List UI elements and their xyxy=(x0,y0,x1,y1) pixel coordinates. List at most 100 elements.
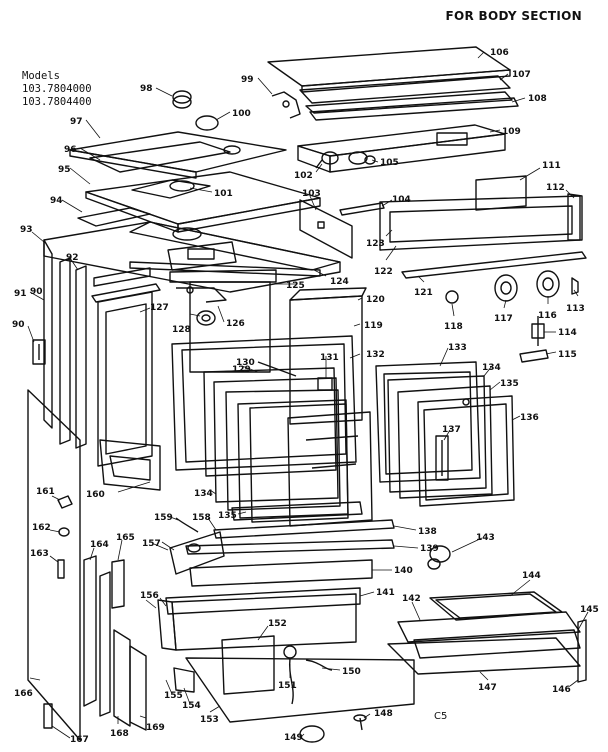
part-143-valve xyxy=(427,545,451,570)
part-125-back-panel xyxy=(169,269,277,373)
callout-112: 112 xyxy=(546,183,565,193)
callout-137: 137 xyxy=(442,425,461,435)
diagram-title: FOR BODY SECTION xyxy=(445,9,582,23)
callout-168: 168 xyxy=(110,729,129,739)
part-142-pan xyxy=(397,611,581,643)
part-93-body-frame xyxy=(43,221,341,429)
callout-165: 165 xyxy=(116,533,135,543)
callout-150: 150 xyxy=(342,667,361,677)
part-126-bracket xyxy=(176,286,227,303)
callout-131: 131 xyxy=(320,353,339,363)
callout-107: 107 xyxy=(512,70,531,80)
part-154 xyxy=(173,667,195,693)
callout-91: 91 xyxy=(14,289,27,299)
part-141-pan xyxy=(165,587,361,615)
callout-158: 158 xyxy=(192,513,211,523)
models-heading: Models xyxy=(22,70,60,82)
callout-113: 113 xyxy=(566,304,585,314)
callout-156: 156 xyxy=(140,591,159,601)
callout-109: 109 xyxy=(502,127,521,137)
callout-115: 115 xyxy=(558,350,577,360)
callout-101: 101 xyxy=(214,189,233,199)
callout-159: 159 xyxy=(154,513,173,523)
part-94 xyxy=(77,207,151,227)
callout-167: 167 xyxy=(70,735,89,745)
model-number: 103.7804400 xyxy=(22,96,92,108)
callout-166: 166 xyxy=(14,689,33,699)
callout-118: 118 xyxy=(444,322,463,332)
part-116-knob xyxy=(536,270,560,298)
callout-103: 103 xyxy=(302,189,321,199)
callout-155: 155 xyxy=(164,691,183,701)
part-120-oven-liner xyxy=(289,287,367,425)
callout-114: 114 xyxy=(558,328,577,338)
callout-163: 163 xyxy=(30,549,49,559)
callout-154: 154 xyxy=(182,701,201,711)
callout-95: 95 xyxy=(58,165,71,175)
callout-146: 146 xyxy=(552,685,571,695)
callout-139: 139 xyxy=(420,544,439,554)
callout-98: 98 xyxy=(140,84,153,94)
part-135-strip xyxy=(231,501,363,521)
part-91-92-frame xyxy=(59,257,151,449)
callout-161: 161 xyxy=(36,487,55,497)
part-100 xyxy=(195,115,219,131)
part-152-box xyxy=(221,635,275,695)
callout-121: 121 xyxy=(414,288,433,298)
callout-90: 90 xyxy=(12,320,25,330)
part-137-handle xyxy=(435,435,449,481)
part-107-108-trim xyxy=(299,75,519,121)
callout-126: 126 xyxy=(226,319,245,329)
callout-119: 119 xyxy=(364,321,383,331)
part-156-drawer xyxy=(157,593,357,651)
part-97-cooktop xyxy=(69,131,287,179)
part-96 xyxy=(89,141,231,173)
part-132-frame xyxy=(171,335,357,471)
callout-135: 135 xyxy=(500,379,519,389)
part-127-inner-panel xyxy=(91,283,161,467)
part-167-leg xyxy=(43,703,53,729)
part-162 xyxy=(58,527,70,537)
callout-129: 129 xyxy=(232,365,251,375)
part-161 xyxy=(57,495,73,509)
callout-169: 169 xyxy=(146,723,165,733)
part-99-bracket xyxy=(271,91,301,119)
part-114-connector xyxy=(531,316,545,346)
part-112-end-cap xyxy=(567,193,583,241)
models-block: Models 103.7804000 103.7804400 xyxy=(22,70,92,109)
callout-133: 133 xyxy=(448,343,467,353)
callout-136: 136 xyxy=(520,413,539,423)
callout-111: 111 xyxy=(542,161,561,171)
part-150-tube xyxy=(305,659,333,671)
part-128-thermostat xyxy=(196,310,216,326)
part-153-bottom xyxy=(185,657,415,723)
callout-162: 162 xyxy=(32,523,51,533)
callout-132: 132 xyxy=(366,350,385,360)
part-134-right-panels xyxy=(387,375,493,499)
part-146-bracket xyxy=(577,619,587,683)
callout-120: 120 xyxy=(366,295,385,305)
callout-144: 144 xyxy=(522,571,541,581)
part-104-rod xyxy=(339,202,385,216)
callout-127: 127 xyxy=(150,303,169,313)
callout-96: 96 xyxy=(64,145,77,155)
part-118-clip xyxy=(445,290,459,304)
callout-145: 145 xyxy=(580,605,599,615)
part-102-switch xyxy=(315,151,339,169)
part-133-right-frame xyxy=(375,361,481,483)
callout-138: 138 xyxy=(418,527,437,537)
callout-108: 108 xyxy=(528,94,547,104)
callout-104: 104 xyxy=(392,195,411,205)
callout-134: 134 xyxy=(482,363,501,373)
callout-93: 93 xyxy=(20,225,33,235)
callout-135: 135 xyxy=(218,511,237,521)
model-number: 103.7804000 xyxy=(22,83,92,95)
part-101-element xyxy=(131,179,211,199)
callout-122: 122 xyxy=(374,267,393,277)
part-117-knob xyxy=(494,274,518,302)
part-105-switch xyxy=(348,151,376,165)
part-115-connector xyxy=(519,349,549,363)
callout-labels: 90 90 91 92 93 94 95 96 97 98 99 100 101… xyxy=(12,48,599,745)
callout-97: 97 xyxy=(70,117,83,127)
